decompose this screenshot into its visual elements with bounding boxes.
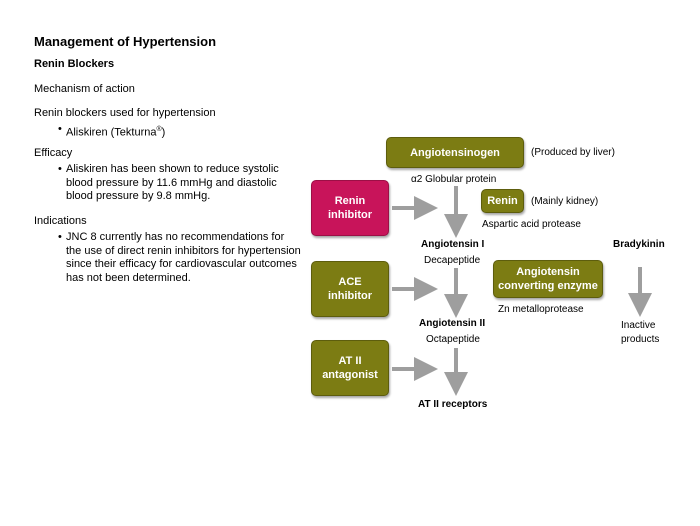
efficacy-line: blood pressure by 9.8 mmHg. — [66, 190, 211, 202]
alpha2-label: α2 Globular protein — [411, 174, 497, 185]
indications-line: has not been determined. — [66, 271, 191, 284]
decapeptide-label: Decapeptide — [424, 255, 481, 266]
bullet-dot: • — [58, 123, 62, 135]
efficacy-line: Aliskiren has been shown to reduce systo… — [66, 163, 279, 175]
used-item-close: ) — [161, 126, 166, 139]
zn-metalloprotease-label: Zn metalloprotease — [498, 304, 584, 315]
produced-by-liver-label: (Produced by liver) — [531, 147, 615, 158]
at2-antagonist-box: AT II antagonist — [311, 340, 389, 396]
ace-inhibitor-line2: inhibitor — [328, 290, 372, 302]
indications-heading: Indications — [34, 215, 87, 227]
renin-box: Renin — [481, 189, 524, 213]
indications-line: the use of direct renin inhibitors for h… — [66, 244, 301, 257]
angiotensin-ii-label: Angiotensin II — [419, 318, 486, 329]
products-label: products — [621, 334, 660, 345]
angiotensinogen-box: Angiotensinogen — [386, 137, 524, 168]
registered-mark: ® — [156, 126, 162, 133]
efficacy-heading: Efficacy — [34, 147, 73, 159]
aspartic-label: Aspartic acid protease — [482, 219, 581, 230]
at2-receptors-label: AT II receptors — [418, 399, 488, 410]
ace-inhibitor-line1: ACE — [338, 276, 362, 288]
octapeptide-label: Octapeptide — [426, 334, 480, 345]
ace-enzyme-line2: converting enzyme — [498, 280, 598, 292]
used-item: • Aliskiren (Tekturna®) — [58, 123, 166, 140]
indications-line: JNC 8 currently has no recommendations f… — [66, 231, 285, 243]
inactive-label: Inactive — [621, 320, 656, 331]
angiotensinogen-label: Angiotensinogen — [410, 146, 500, 159]
ace-inhibitor-box: ACE inhibitor — [311, 261, 389, 317]
ace-enzyme-line1: Angiotensin — [516, 266, 580, 278]
angiotensin-i-label: Angiotensin I — [421, 239, 485, 250]
renin-inhibitor-line1: Renin — [334, 195, 366, 207]
mainly-kidney-label: (Mainly kidney) — [531, 196, 599, 207]
indications-item: • JNC 8 currently has no recommendations… — [58, 231, 301, 285]
renin-inhibitor-box: Renin inhibitor — [311, 180, 389, 236]
section-subtitle: Renin Blockers — [34, 58, 115, 70]
used-heading: Renin blockers used for hypertension — [34, 107, 216, 119]
at2-antagonist-line2: antagonist — [322, 369, 378, 381]
indications-line: since their efficacy for cardiovascular … — [66, 258, 297, 270]
efficacy-line: blood pressure by 11.6 mmHg and diastoli… — [66, 176, 277, 189]
bullet-dot: • — [58, 163, 62, 175]
efficacy-item: • Aliskiren has been shown to reduce sys… — [58, 163, 279, 204]
mechanism-heading: Mechanism of action — [34, 83, 135, 95]
renin-inhibitor-line2: inhibitor — [328, 209, 372, 221]
used-item-text: Aliskiren (Tekturna — [66, 126, 157, 139]
ace-enzyme-box: Angiotensin converting enzyme — [493, 260, 603, 298]
renin-label: Renin — [487, 195, 518, 207]
bullet-dot: • — [58, 231, 62, 243]
bradykinin-label: Bradykinin — [613, 239, 665, 250]
page-title: Management of Hypertension — [34, 34, 217, 49]
at2-antagonist-line1: AT II — [338, 355, 362, 367]
